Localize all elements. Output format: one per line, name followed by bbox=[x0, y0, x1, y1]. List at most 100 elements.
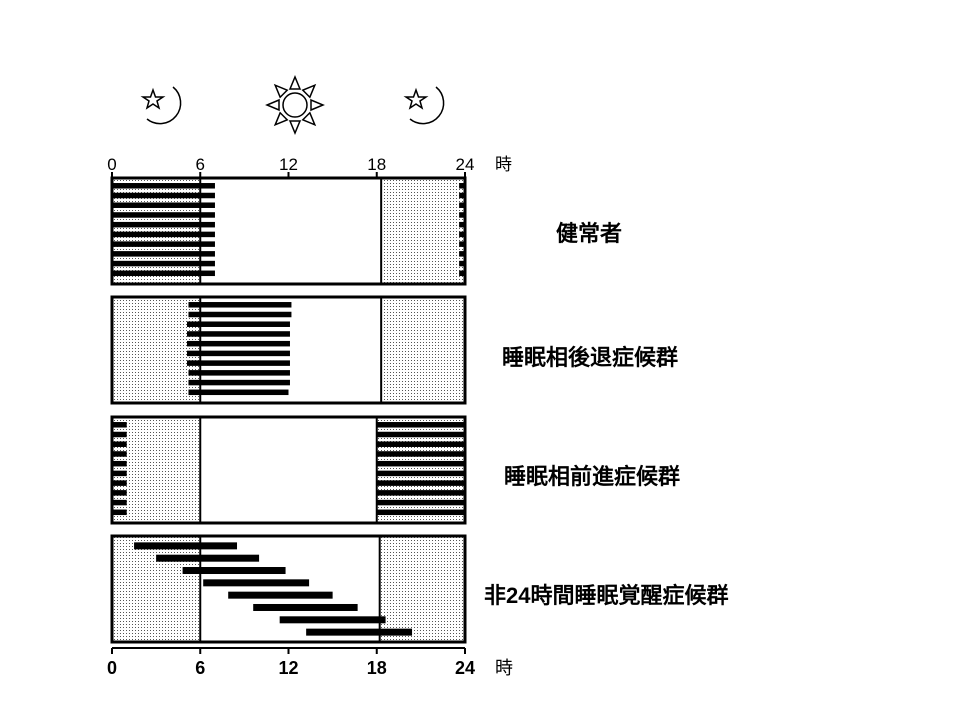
axis-tick-label: 24 bbox=[455, 658, 475, 678]
sleep-bar bbox=[376, 499, 465, 506]
sun-ray bbox=[273, 83, 289, 99]
panel-label-non24: 非24時間睡眠覚醒症候群 bbox=[484, 583, 729, 608]
sleep-bar bbox=[112, 490, 127, 496]
sleep-bar bbox=[376, 509, 465, 516]
axis-tick-label: 6 bbox=[196, 155, 205, 174]
sleep-bar bbox=[459, 231, 465, 238]
sleep-bar bbox=[376, 490, 465, 496]
night-shade bbox=[381, 297, 465, 403]
axis-tick-label: 18 bbox=[367, 155, 386, 174]
sun-ray bbox=[301, 83, 317, 99]
sun-ray bbox=[310, 98, 325, 112]
sun-ray bbox=[288, 75, 302, 90]
axis-tick-label: 0 bbox=[107, 155, 116, 174]
sleep-bar bbox=[134, 542, 238, 550]
sleep-bar bbox=[279, 616, 386, 624]
sleep-bar bbox=[188, 311, 292, 318]
sun-icon bbox=[265, 75, 325, 135]
night-shade bbox=[112, 297, 201, 403]
sleep-bar bbox=[188, 389, 289, 396]
panel bbox=[110, 534, 467, 644]
sleep-bar bbox=[459, 192, 465, 199]
sleep-bar bbox=[188, 379, 290, 386]
sleep-bar bbox=[156, 554, 260, 562]
sleep-bar bbox=[376, 470, 465, 477]
sleep-bar bbox=[112, 460, 127, 467]
sun-ray bbox=[288, 120, 302, 135]
axis-tick-label: 24 bbox=[456, 155, 475, 174]
panel-frame bbox=[110, 415, 467, 525]
sleep-bar bbox=[112, 202, 215, 208]
sleep-bar bbox=[187, 350, 290, 357]
sleep-bar bbox=[112, 192, 215, 199]
sleep-bar bbox=[187, 360, 290, 366]
sleep-bar bbox=[188, 370, 290, 376]
panel bbox=[110, 415, 467, 525]
sleep-bar bbox=[459, 202, 465, 208]
sleep-bar bbox=[187, 321, 290, 327]
panel-frame bbox=[110, 176, 467, 286]
sleep-bar bbox=[112, 422, 127, 428]
moon-star-icon bbox=[140, 86, 182, 125]
axis-tick-label: 12 bbox=[278, 658, 298, 678]
sleep-bar bbox=[112, 470, 127, 477]
sleep-bar bbox=[112, 260, 215, 267]
sleep-bar bbox=[376, 451, 465, 457]
sleep-bar bbox=[112, 451, 127, 457]
sleep-bar bbox=[306, 628, 413, 636]
panel-label-healthy: 健常者 bbox=[556, 221, 623, 246]
sleep-bar bbox=[459, 270, 465, 277]
top-axis: 0 6 12 18 24 時 bbox=[107, 155, 512, 178]
sleep-bar bbox=[112, 499, 127, 506]
sleep-bar bbox=[459, 212, 465, 218]
sleep-bar bbox=[188, 302, 292, 308]
sun-ray bbox=[273, 111, 289, 127]
sleep-bar bbox=[459, 251, 465, 257]
axis-tick-label: 6 bbox=[195, 658, 205, 678]
axis-tick-label: 18 bbox=[367, 658, 387, 678]
sleep-bar bbox=[182, 567, 286, 575]
sleep-bar bbox=[203, 579, 310, 587]
axis-tick-label: 12 bbox=[279, 155, 298, 174]
sun-ray bbox=[301, 111, 317, 127]
bottom-axis: 0 6 12 18 24 時 bbox=[107, 647, 513, 679]
panel-label-dsps: 睡眠相後退症候群 bbox=[502, 345, 679, 370]
panel-frame bbox=[110, 534, 467, 644]
moon-star-icon bbox=[403, 86, 445, 125]
sleep-bar bbox=[459, 183, 465, 189]
sleep-bar bbox=[112, 231, 215, 238]
sleep-bar bbox=[112, 509, 127, 516]
sun-ray bbox=[265, 98, 280, 112]
night-shade bbox=[379, 536, 465, 642]
sleep-bar bbox=[112, 183, 215, 189]
sleep-bar bbox=[112, 212, 215, 218]
sleep-bar bbox=[187, 331, 290, 337]
sleep-bar bbox=[459, 260, 465, 267]
axis-unit: 時 bbox=[495, 155, 512, 175]
sleep-bar bbox=[253, 603, 358, 611]
sleep-bar bbox=[376, 441, 465, 447]
sleep-bar bbox=[187, 340, 290, 347]
sleep-bar bbox=[459, 241, 465, 247]
sleep-bar bbox=[376, 480, 465, 486]
night-shade bbox=[112, 536, 201, 642]
sleep-bar bbox=[376, 422, 465, 428]
sleep-bar bbox=[376, 431, 465, 438]
sleep-bar bbox=[112, 441, 127, 447]
night-shade bbox=[381, 178, 465, 284]
sleep-bar bbox=[112, 251, 215, 257]
panel bbox=[110, 295, 467, 405]
sleep-bar bbox=[376, 460, 465, 467]
panel-label-asps: 睡眠相前進症候群 bbox=[504, 464, 681, 489]
axis-unit: 時 bbox=[495, 658, 513, 679]
axis-tick-label: 0 bbox=[107, 658, 117, 678]
sleep-bar bbox=[112, 270, 215, 277]
sleep-bar bbox=[112, 221, 215, 228]
panel-frame bbox=[110, 295, 467, 405]
sleep-bar bbox=[459, 221, 465, 228]
sleep-bar bbox=[112, 241, 215, 247]
sleep-bar bbox=[112, 480, 127, 486]
sleep-bar bbox=[228, 591, 333, 599]
sleep-bar bbox=[112, 431, 127, 438]
